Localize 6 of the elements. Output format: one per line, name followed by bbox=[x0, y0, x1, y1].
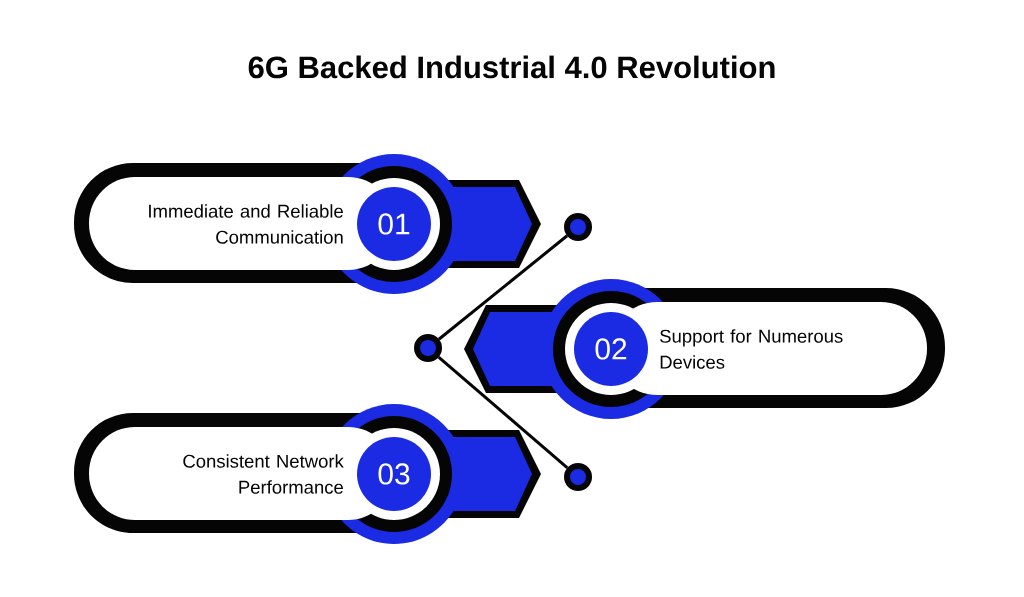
connector-dot bbox=[564, 463, 592, 491]
connector-line bbox=[437, 234, 569, 341]
connector-dot bbox=[564, 213, 592, 241]
connector-dot bbox=[414, 334, 442, 362]
title: 6G Backed Industrial 4.0 Revolution bbox=[248, 55, 775, 79]
connector-line bbox=[437, 356, 569, 469]
